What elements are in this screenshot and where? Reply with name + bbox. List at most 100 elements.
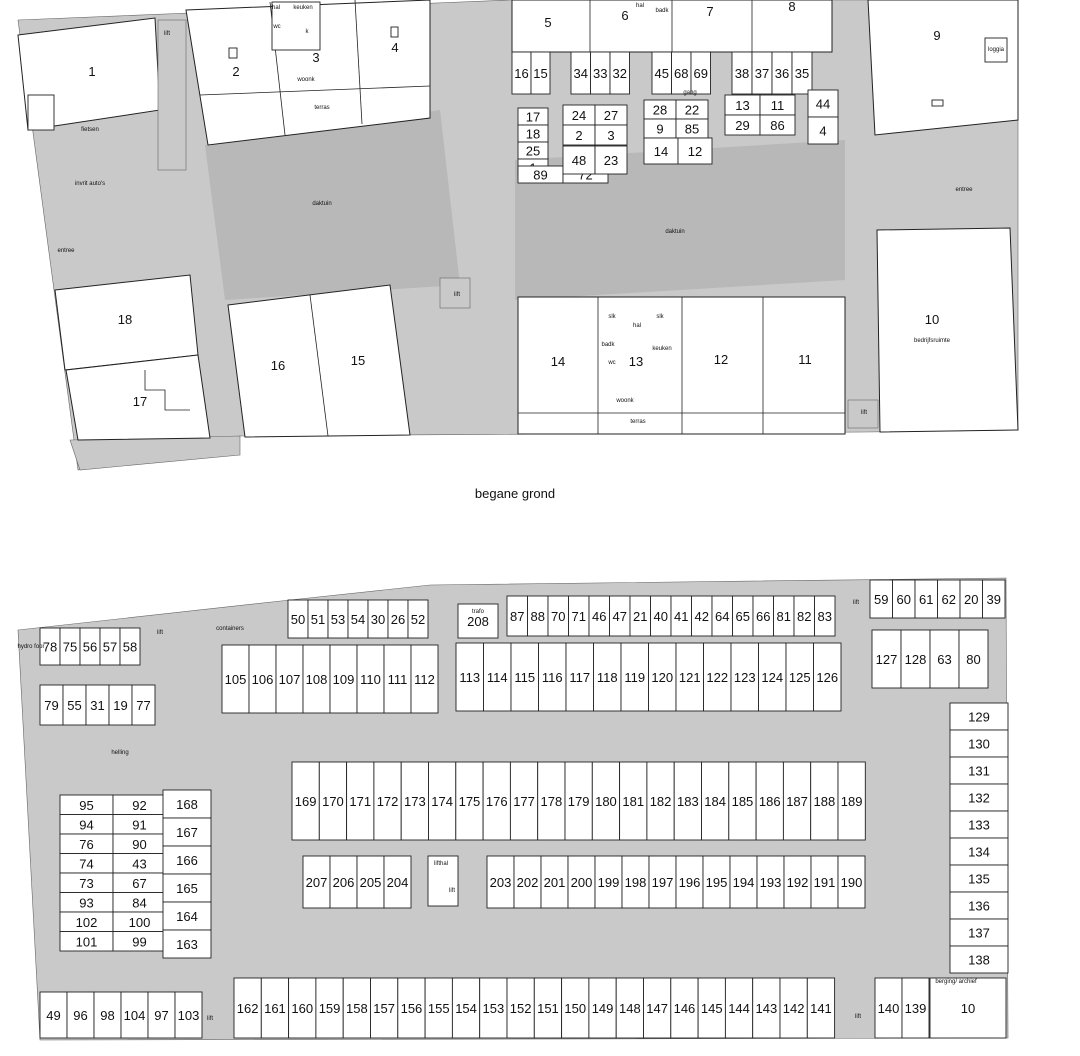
space-198[interactable] xyxy=(621,855,650,909)
space-105[interactable] xyxy=(221,644,250,714)
storage-69[interactable] xyxy=(690,51,711,95)
storage-12[interactable] xyxy=(677,137,713,165)
space-195[interactable] xyxy=(702,855,731,909)
space-151[interactable] xyxy=(533,977,563,1039)
space-192[interactable] xyxy=(783,855,812,909)
space-176[interactable] xyxy=(482,761,511,841)
space-124[interactable] xyxy=(758,642,787,712)
space-96[interactable] xyxy=(66,991,95,1039)
storage-32[interactable] xyxy=(609,51,630,95)
space-200[interactable] xyxy=(567,855,596,909)
space-188[interactable] xyxy=(810,761,839,841)
space-165[interactable] xyxy=(162,873,212,903)
space-136[interactable] xyxy=(949,891,1009,920)
space-114[interactable] xyxy=(483,642,512,712)
space-10[interactable] xyxy=(929,977,1007,1039)
space-107[interactable] xyxy=(275,644,304,714)
space-127[interactable] xyxy=(871,629,902,689)
space-83[interactable] xyxy=(814,595,836,637)
home-10[interactable] xyxy=(876,227,1019,433)
space-191[interactable] xyxy=(810,855,839,909)
space-207[interactable] xyxy=(302,855,331,909)
space-149[interactable] xyxy=(588,977,617,1039)
space-52[interactable] xyxy=(407,599,429,639)
space-147[interactable] xyxy=(643,977,672,1039)
storage-23[interactable] xyxy=(594,145,628,175)
space-112[interactable] xyxy=(410,644,439,714)
space-142[interactable] xyxy=(779,977,808,1039)
space-118[interactable] xyxy=(593,642,622,712)
space-140[interactable] xyxy=(874,977,903,1039)
space-190[interactable] xyxy=(837,855,866,909)
space-121[interactable] xyxy=(675,642,704,712)
storage-44[interactable] xyxy=(807,89,839,118)
space-49[interactable] xyxy=(39,991,68,1039)
storage-35[interactable] xyxy=(791,51,813,95)
space-175[interactable] xyxy=(455,761,484,841)
space-141[interactable] xyxy=(806,977,836,1039)
space-113[interactable] xyxy=(455,642,484,712)
space-143[interactable] xyxy=(752,977,781,1039)
space-108[interactable] xyxy=(302,644,331,714)
space-173[interactable] xyxy=(400,761,429,841)
space-204[interactable] xyxy=(383,855,412,909)
space-148[interactable] xyxy=(615,977,644,1039)
space-97[interactable] xyxy=(147,991,176,1039)
space-161[interactable] xyxy=(260,977,290,1039)
space-184[interactable] xyxy=(701,761,730,841)
space-166[interactable] xyxy=(162,845,212,875)
space-154[interactable] xyxy=(451,977,481,1039)
space-187[interactable] xyxy=(782,761,812,841)
highlighted-space-106[interactable] xyxy=(248,644,277,714)
space-103[interactable] xyxy=(174,991,203,1039)
space-164[interactable] xyxy=(162,901,212,931)
space-180[interactable] xyxy=(591,761,621,841)
space-116[interactable] xyxy=(538,642,567,712)
space-130[interactable] xyxy=(949,729,1009,758)
space-177[interactable] xyxy=(509,761,539,841)
space-179[interactable] xyxy=(564,761,593,841)
space-39[interactable] xyxy=(982,579,1006,619)
space-167[interactable] xyxy=(162,817,212,847)
space-201[interactable] xyxy=(540,855,569,909)
space-189[interactable] xyxy=(837,761,866,841)
space-155[interactable] xyxy=(424,977,453,1039)
storage-14[interactable] xyxy=(643,137,679,165)
storage-4[interactable] xyxy=(807,116,839,145)
space-145[interactable] xyxy=(697,977,726,1039)
storage-86[interactable] xyxy=(759,114,796,136)
space-137[interactable] xyxy=(949,918,1009,947)
space-77[interactable] xyxy=(131,684,156,726)
space-172[interactable] xyxy=(373,761,402,841)
space-80[interactable] xyxy=(958,629,989,689)
space-199[interactable] xyxy=(594,855,623,909)
space-109[interactable] xyxy=(329,644,358,714)
space-153[interactable] xyxy=(479,977,508,1039)
space-150[interactable] xyxy=(561,977,590,1039)
space-186[interactable] xyxy=(755,761,784,841)
space-156[interactable] xyxy=(397,977,426,1039)
storage-15[interactable] xyxy=(530,51,551,95)
storage-48[interactable] xyxy=(562,145,596,175)
space-174[interactable] xyxy=(428,761,457,841)
space-170[interactable] xyxy=(318,761,348,841)
space-193[interactable] xyxy=(756,855,785,909)
space-196[interactable] xyxy=(675,855,704,909)
space-171[interactable] xyxy=(346,761,375,841)
space-126[interactable] xyxy=(813,642,842,712)
space-202[interactable] xyxy=(513,855,542,909)
home-17[interactable] xyxy=(65,354,211,441)
space-134[interactable] xyxy=(949,837,1009,866)
space-58[interactable] xyxy=(119,627,141,666)
space-163[interactable] xyxy=(162,929,212,959)
space-146[interactable] xyxy=(670,977,699,1039)
space-111[interactable] xyxy=(383,644,412,714)
space-139[interactable] xyxy=(901,977,930,1039)
space-133[interactable] xyxy=(949,810,1009,839)
space-206[interactable] xyxy=(329,855,358,909)
space-208[interactable] xyxy=(457,603,499,639)
storage-3[interactable] xyxy=(594,124,628,146)
space-160[interactable] xyxy=(288,977,317,1039)
space-138[interactable] xyxy=(949,945,1009,974)
space-185[interactable] xyxy=(728,761,757,841)
